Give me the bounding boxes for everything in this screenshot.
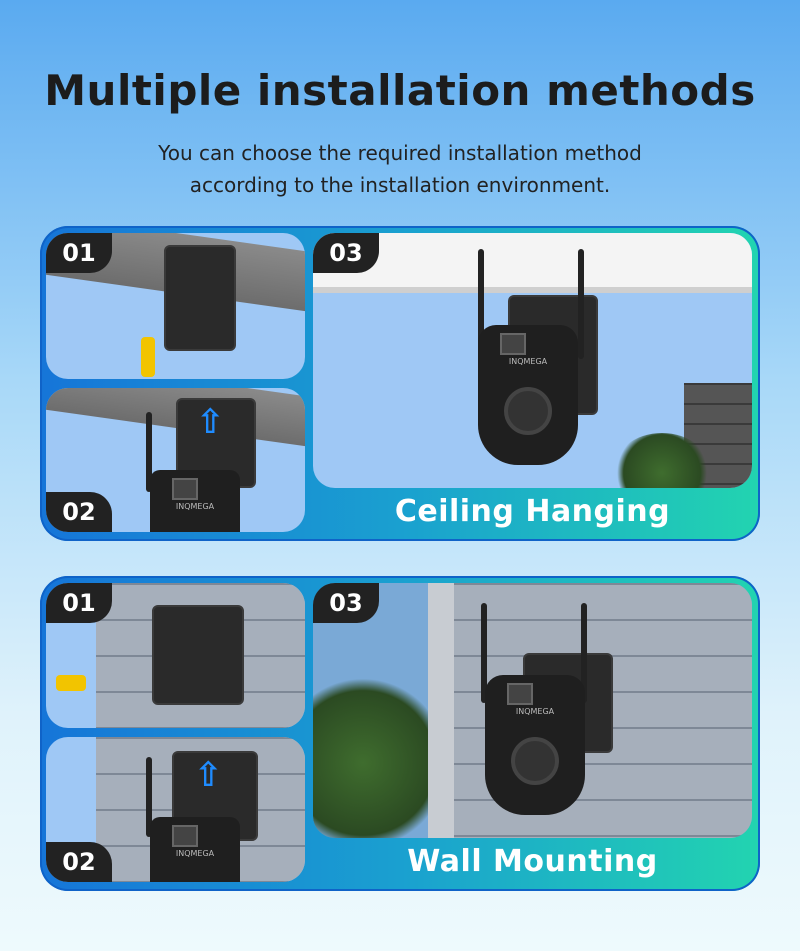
mount-bracket <box>164 245 236 351</box>
step-badge: 01 <box>46 583 112 623</box>
camera: INQMEGA <box>478 325 578 465</box>
step-badge: 01 <box>46 233 112 273</box>
ceiling-hanging-caption: Ceiling Hanging <box>394 494 671 529</box>
ceiling-hanging-panel: 01 ⇧ INQMEGA 02 INQMEGA 03 Ceiling Hangi… <box>40 226 760 541</box>
subtitle-line-1: You can choose the required installation… <box>158 141 642 165</box>
wall-mounting-panel: 01 ⇧ INQMEGA 02 INQMEGA 03 Wall Mounting <box>40 576 760 891</box>
page-title: Multiple installation methods <box>44 66 756 115</box>
mount-bracket <box>152 605 244 705</box>
wall-step-3-photo: INQMEGA 03 <box>313 583 752 838</box>
ceiling-step-1-photo: 01 <box>46 233 305 379</box>
step-badge: 02 <box>46 842 112 882</box>
ceiling-step-2-photo: ⇧ INQMEGA 02 <box>46 388 305 532</box>
arrow-up-icon: ⇧ <box>196 402 225 442</box>
wall-step-1-photo: 01 <box>46 583 305 728</box>
wall-mounting-caption: Wall Mounting <box>407 844 658 879</box>
step-badge: 02 <box>46 492 112 532</box>
step-badge: 03 <box>313 583 379 623</box>
camera: INQMEGA <box>150 470 240 532</box>
step-badge: 03 <box>313 233 379 273</box>
camera: INQMEGA <box>485 675 585 815</box>
screwdriver-icon <box>56 675 86 691</box>
wall-step-2-photo: ⇧ INQMEGA 02 <box>46 737 305 882</box>
screwdriver-icon <box>141 337 155 377</box>
arrow-up-icon: ⇧ <box>194 755 223 795</box>
subtitle-line-2: according to the installation environmen… <box>189 173 611 197</box>
camera: INQMEGA <box>150 817 240 882</box>
ceiling-step-3-photo: INQMEGA 03 <box>313 233 752 488</box>
